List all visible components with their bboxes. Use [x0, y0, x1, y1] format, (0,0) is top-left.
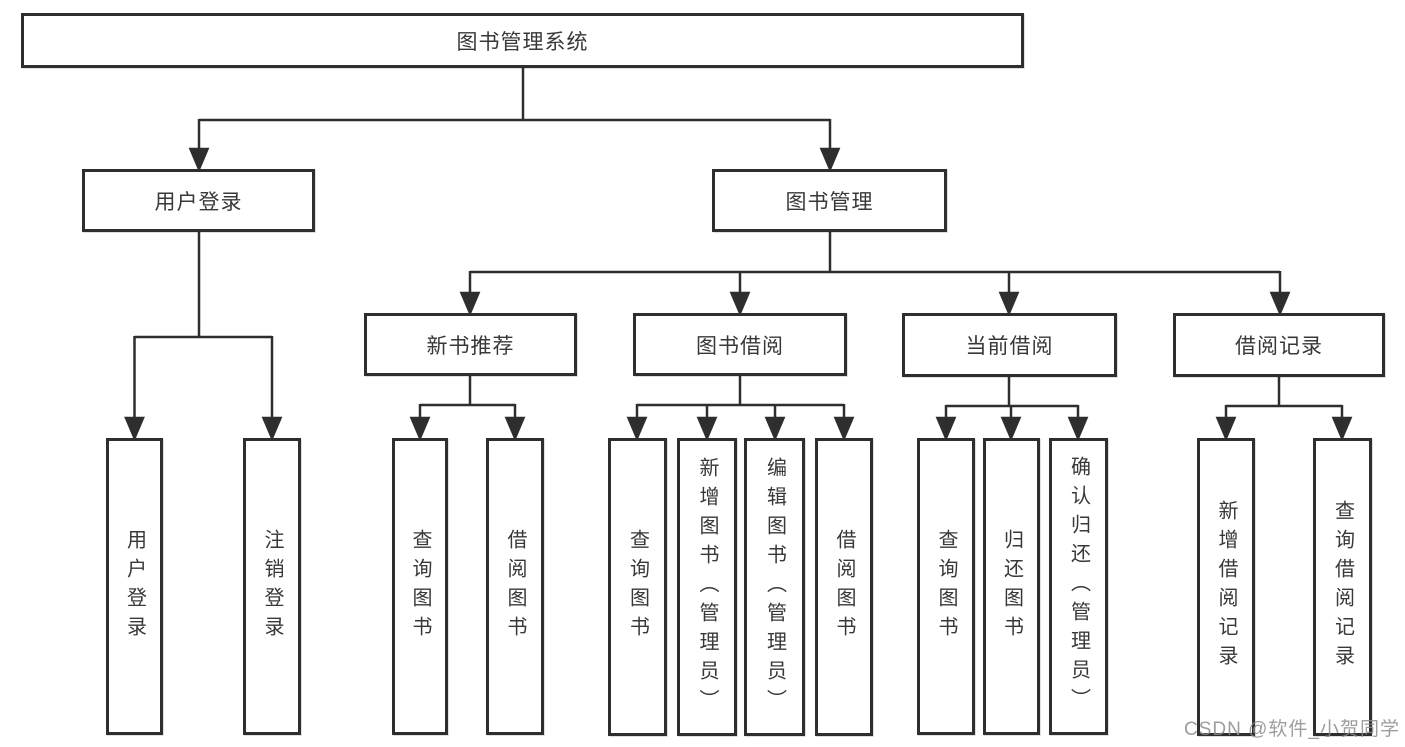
leaf-query-books-borrow-label: 查询图书 [626, 529, 649, 645]
arrow-down-icon [1000, 416, 1022, 442]
arrow-down-icon [504, 416, 526, 442]
leaf-add-borrow-record-label: 新增借阅记录 [1215, 500, 1237, 674]
connector-current-to-leaves [935, 377, 1089, 442]
node-user-login-label: 用户登录 [154, 190, 243, 214]
node-current-borrow-label: 当前借阅 [965, 335, 1054, 358]
arrow-down-icon [935, 416, 957, 442]
arrow-down-icon [124, 416, 145, 442]
node-root-label: 图书管理系统 [456, 30, 589, 54]
arrow-down-icon [729, 291, 751, 317]
leaf-return-books: 归还图书 [983, 438, 1040, 735]
leaf-user-login: 用户登录 [106, 438, 163, 735]
connector-root-to-level2 [188, 68, 841, 173]
leaf-borrow-books-recommend-label: 借阅图书 [504, 528, 526, 645]
node-borrow-records: 借阅记录 [1173, 313, 1385, 377]
leaf-query-borrow-record: 查询借阅记录 [1313, 438, 1372, 736]
leaf-add-book-admin: 新增图书（管理员） [677, 438, 737, 736]
leaf-confirm-return-admin-label: 确认归还（管理员） [1067, 456, 1090, 717]
arrow-down-icon [833, 416, 855, 442]
node-borrow-records-label: 借阅记录 [1235, 335, 1323, 358]
leaf-edit-book-admin-label: 编辑图书（管理员） [763, 456, 786, 718]
leaf-borrow-books-recommend: 借阅图书 [486, 438, 544, 735]
csdn-watermark: CSDN @软件_小贺同学 [1184, 719, 1400, 740]
node-book-management-label: 图书管理 [785, 190, 874, 214]
node-book-borrow-label: 图书借阅 [696, 334, 784, 358]
leaf-query-books-borrow: 查询图书 [608, 438, 667, 736]
leaf-add-borrow-record: 新增借阅记录 [1197, 438, 1255, 736]
leaf-user-login-label: 用户登录 [123, 528, 146, 645]
node-root: 图书管理系统 [21, 13, 1024, 68]
node-new-book-recommend-label: 新书推荐 [426, 334, 515, 358]
leaf-query-books-recommend: 查询图书 [392, 438, 448, 735]
leaf-query-books-current-label: 查询图书 [935, 528, 957, 645]
arrow-down-icon [1215, 416, 1237, 442]
arrow-down-icon [261, 416, 283, 442]
node-new-book-recommend: 新书推荐 [364, 313, 577, 376]
arrow-down-icon [1331, 416, 1353, 442]
arrow-down-icon [1067, 416, 1089, 442]
arrow-down-icon [819, 147, 841, 173]
connector-login-to-leaves [124, 232, 283, 442]
arrow-down-icon [409, 416, 431, 442]
leaf-query-books-recommend-label: 查询图书 [409, 528, 431, 645]
node-user-login: 用户登录 [82, 169, 315, 232]
connector-mgmt-to-level3 [459, 232, 1291, 317]
leaf-logout: 注销登录 [243, 438, 301, 735]
node-book-management: 图书管理 [712, 169, 947, 232]
arrow-down-icon [998, 291, 1020, 317]
leaf-borrow-books: 借阅图书 [815, 438, 873, 736]
leaf-query-borrow-record-label: 查询借阅记录 [1331, 500, 1354, 674]
arrow-down-icon [1269, 291, 1291, 317]
leaf-confirm-return-admin: 确认归还（管理员） [1049, 438, 1108, 735]
connector-borrow-to-leaves [626, 376, 855, 442]
arrow-down-icon [626, 416, 648, 442]
arrow-down-icon [764, 416, 786, 442]
leaf-logout-label: 注销登录 [261, 528, 283, 645]
node-current-borrow: 当前借阅 [902, 313, 1117, 377]
leaf-edit-book-admin: 编辑图书（管理员） [744, 438, 805, 736]
leaf-borrow-books-label: 借阅图书 [833, 529, 855, 645]
leaf-add-book-admin-label: 新增图书（管理员） [696, 456, 718, 718]
connector-records-to-leaves [1215, 377, 1353, 442]
arrow-down-icon [188, 147, 210, 173]
arrow-down-icon [696, 416, 718, 442]
leaf-query-books-current: 查询图书 [917, 438, 975, 735]
arrow-down-icon [459, 291, 481, 317]
leaf-return-books-label: 归还图书 [1000, 528, 1023, 645]
connector-recommend-to-leaves [409, 376, 526, 442]
node-book-borrow: 图书借阅 [633, 313, 847, 376]
